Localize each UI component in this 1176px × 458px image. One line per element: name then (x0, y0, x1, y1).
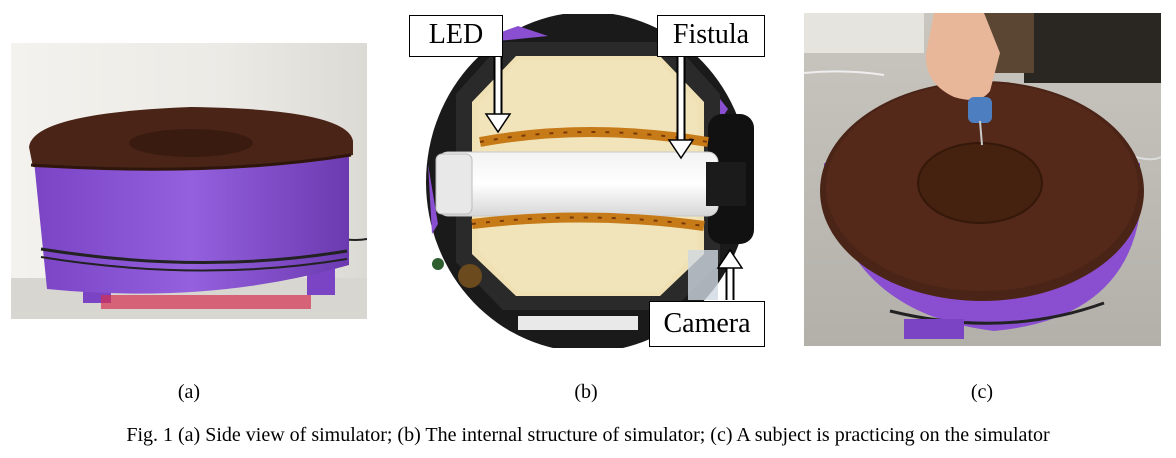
panel-label-b: (b) (574, 381, 598, 403)
callout-arrows (484, 54, 744, 300)
callout-led: LED (409, 15, 503, 57)
callout-camera: Camera (649, 301, 765, 347)
photo-side-view (11, 43, 367, 319)
figure-caption: Fig. 1 (a) Side view of simulator; (b) T… (126, 424, 1050, 446)
photo-internal-structure (408, 14, 765, 348)
panel-label-c: (c) (970, 381, 994, 403)
photo-subject-practicing (804, 13, 1161, 346)
callout-fistula: Fistula (657, 15, 765, 57)
panel-label-a: (a) (177, 381, 201, 403)
